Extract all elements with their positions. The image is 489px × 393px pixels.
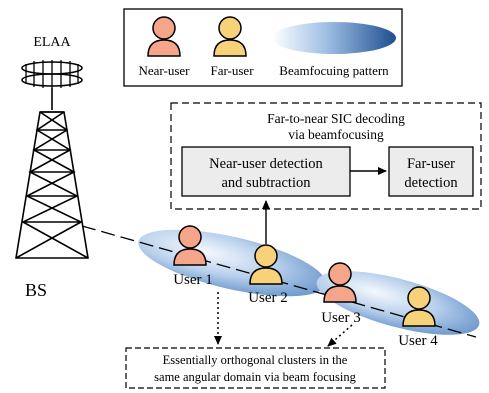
far-detect-line1: Far-user bbox=[407, 156, 455, 172]
near-detect-line2: and subtraction bbox=[222, 175, 312, 191]
beam-cluster-2 bbox=[316, 271, 480, 335]
near-user-legend-icon bbox=[147, 16, 181, 57]
user3-label: User 3 bbox=[321, 310, 361, 326]
user2-label: User 2 bbox=[248, 290, 288, 306]
beam-cluster-1 bbox=[138, 229, 326, 297]
cluster-note-box bbox=[125, 347, 386, 389]
pattern-legend-label: Beamfocuing pattern bbox=[279, 63, 389, 78]
user1-near-icon bbox=[173, 225, 207, 266]
near-user-legend-label: Near-user bbox=[139, 63, 191, 78]
far-user-detection-block bbox=[388, 146, 474, 197]
far-detect-line2: detection bbox=[404, 175, 458, 191]
user4-far-icon bbox=[402, 286, 436, 327]
near-detect-line1: Near-user detection bbox=[209, 156, 323, 172]
cluster-note-line2: same angular domain via beam focusing bbox=[154, 370, 356, 384]
cluster2-note-arrow bbox=[327, 324, 353, 347]
antenna-label: ELAA bbox=[33, 35, 71, 50]
bs-label: BS bbox=[25, 280, 47, 300]
elaa-antenna bbox=[21, 60, 83, 110]
sic-title-line2: via beamfocusing bbox=[288, 127, 384, 142]
cluster-note-line1: Essentially orthogonal clusters in the bbox=[163, 353, 348, 367]
far-user-legend-icon bbox=[213, 16, 247, 57]
user3-near-icon bbox=[323, 262, 357, 303]
sic-decoding-box bbox=[170, 102, 482, 210]
user1-label: User 1 bbox=[173, 272, 213, 288]
sic-title-line1: Far-to-near SIC decoding bbox=[267, 111, 405, 126]
tower bbox=[15, 111, 89, 259]
user4-label: User 4 bbox=[398, 333, 438, 349]
far-user-legend-label: Far-user bbox=[210, 63, 254, 78]
beamfocusing-pattern-icon bbox=[272, 22, 396, 54]
user2-far-icon bbox=[249, 244, 283, 285]
